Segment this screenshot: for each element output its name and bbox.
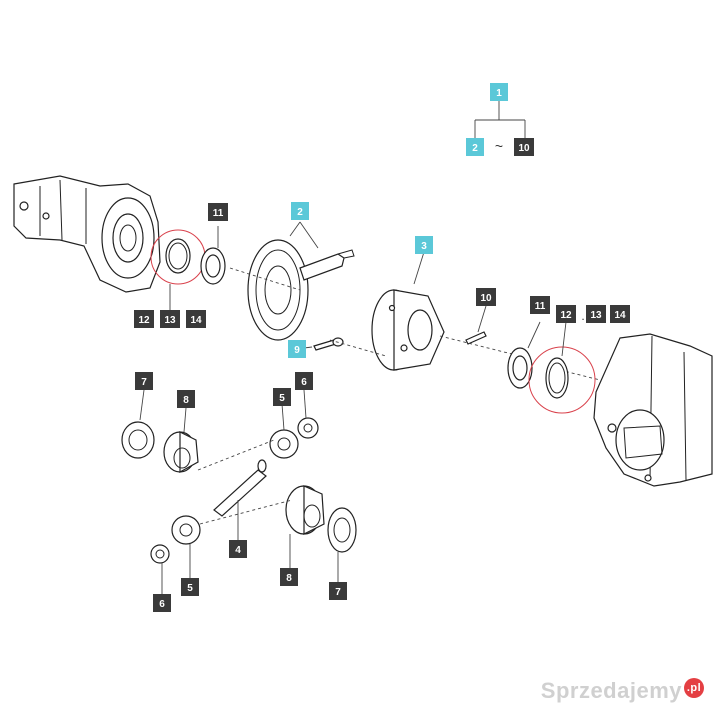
callout-label: 11 (535, 301, 546, 312)
spider-gear-assembly (121, 389, 357, 594)
watermark-logo: Sprzedajemy.pl (541, 678, 704, 704)
watermark-text: Sprzedajemy (540, 678, 682, 703)
ring-gear-pinion (247, 221, 355, 341)
callout-label: 7 (335, 587, 341, 598)
bolt (303, 337, 344, 351)
callout-label: 10 (480, 293, 492, 304)
callout-label: 3 (421, 241, 427, 252)
legend-label-box (490, 83, 508, 101)
callout-label: 13 (164, 315, 176, 326)
left-axle-housing (13, 175, 161, 293)
callout-label: 13 (590, 310, 602, 321)
assembly-axis (229, 267, 601, 381)
callout-label: 4 (235, 545, 241, 556)
callout-label: 5 (279, 393, 285, 404)
callout-label: 9 (294, 345, 300, 356)
callout-label: . (581, 309, 584, 323)
right-axle-housing (593, 333, 713, 487)
callout-label: 14 (614, 310, 626, 321)
callout-label: 8 (183, 395, 189, 406)
legend-top-label: 1 (496, 88, 502, 99)
watermark-badge: .pl (684, 678, 704, 698)
callouts: 11 12 13 14 2 3 10 11 12 . 13 14 9 7 8 5… (134, 202, 630, 612)
callout-label: 6 (301, 377, 307, 388)
right-bearing-seal-group (507, 321, 596, 414)
shaft-pin (465, 305, 487, 345)
legend-separator: ~ (495, 138, 503, 154)
legend: 1 2 ~ 10 (466, 83, 534, 156)
callout-label: 8 (286, 573, 292, 584)
callout-label: 2 (297, 207, 303, 218)
callout-label: 12 (560, 310, 572, 321)
highlight-circle-right (528, 346, 596, 414)
callout-label: 12 (138, 315, 150, 326)
differential-case (371, 251, 445, 371)
legend-right-label: 10 (518, 143, 530, 154)
callout-label: 7 (141, 377, 147, 388)
left-bearing-seal-group (150, 226, 226, 310)
callout-label: 11 (213, 208, 224, 219)
callout-label: 5 (187, 583, 193, 594)
legend-left-label: 2 (472, 143, 478, 154)
callout-label: 6 (159, 599, 165, 610)
callout-label: 14 (190, 315, 202, 326)
